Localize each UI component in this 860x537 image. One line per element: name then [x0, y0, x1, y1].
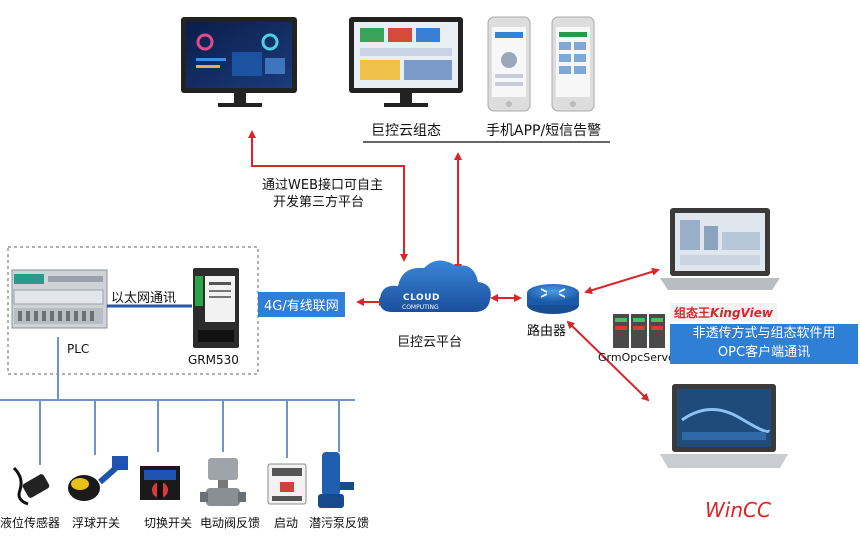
plc-label: PLC	[67, 342, 90, 356]
phone-1	[487, 16, 531, 112]
scada-monitor	[349, 17, 463, 107]
plc-device	[11, 269, 108, 329]
kingview-laptop	[660, 208, 780, 290]
transparent-mode-box: 非透传方式与组态软件用 OPC客户端通讯	[670, 324, 858, 364]
device-label-float-switch: 浮球开关	[72, 516, 121, 530]
selector-switch-icon	[140, 466, 180, 500]
field-bus	[0, 337, 355, 465]
cloud-text-2: COMPUTING	[402, 304, 439, 311]
kingview-brand: KingView	[710, 306, 773, 320]
transparent-mode-line-2: OPC客户端通讯	[717, 345, 811, 360]
device-label-sewage-pump: 潜污泵反馈	[309, 516, 370, 530]
network-box: 4G/有线联网	[258, 292, 345, 317]
opc-server-icon	[613, 314, 665, 348]
contactor-icon	[267, 463, 307, 505]
submersible-pump-icon	[318, 452, 354, 508]
router-icon	[527, 284, 579, 314]
red-connection-arrows	[248, 130, 660, 402]
float-switch-icon	[68, 456, 128, 501]
web-interface-line-2: 开发第三方平台	[273, 195, 365, 210]
cloud-platform-label: 巨控云平台	[397, 335, 463, 350]
device-label-selector-switch: 切换开关	[144, 516, 193, 530]
grm530-device	[193, 268, 239, 348]
wincc-logo: WinCC	[705, 498, 771, 522]
mobile-alert-label: 手机APP/短信告警	[486, 123, 602, 139]
ethernet-label: 以太网通讯	[111, 291, 177, 306]
phone-2	[551, 16, 595, 112]
transparent-mode-line-1: 非透传方式与组态软件用	[692, 326, 836, 341]
web-interface-line-1: 通过WEB接口可自主	[262, 178, 383, 193]
wincc-laptop	[660, 384, 788, 468]
router-label: 路由器	[527, 324, 567, 339]
cloud-platform-icon	[379, 260, 491, 312]
device-label-level-sensor: 液位传感器	[0, 516, 61, 530]
level-sensor-icon	[12, 466, 50, 506]
grm530-label: GRM530	[188, 353, 239, 367]
dashboard-monitor	[181, 17, 297, 107]
device-label-start: 启动	[274, 516, 299, 530]
opc-server-label: GrmOpcServer	[598, 351, 680, 364]
cloud-text-1: CLOUD	[403, 293, 440, 303]
cloud-config-label: 巨控云组态	[371, 123, 441, 139]
electric-valve-icon	[200, 458, 246, 506]
kingview-prefix: 组态王	[674, 306, 711, 320]
kingview-logo: 组态王KingView	[670, 303, 777, 322]
device-label-electric-valve: 电动阀反馈	[200, 516, 261, 530]
